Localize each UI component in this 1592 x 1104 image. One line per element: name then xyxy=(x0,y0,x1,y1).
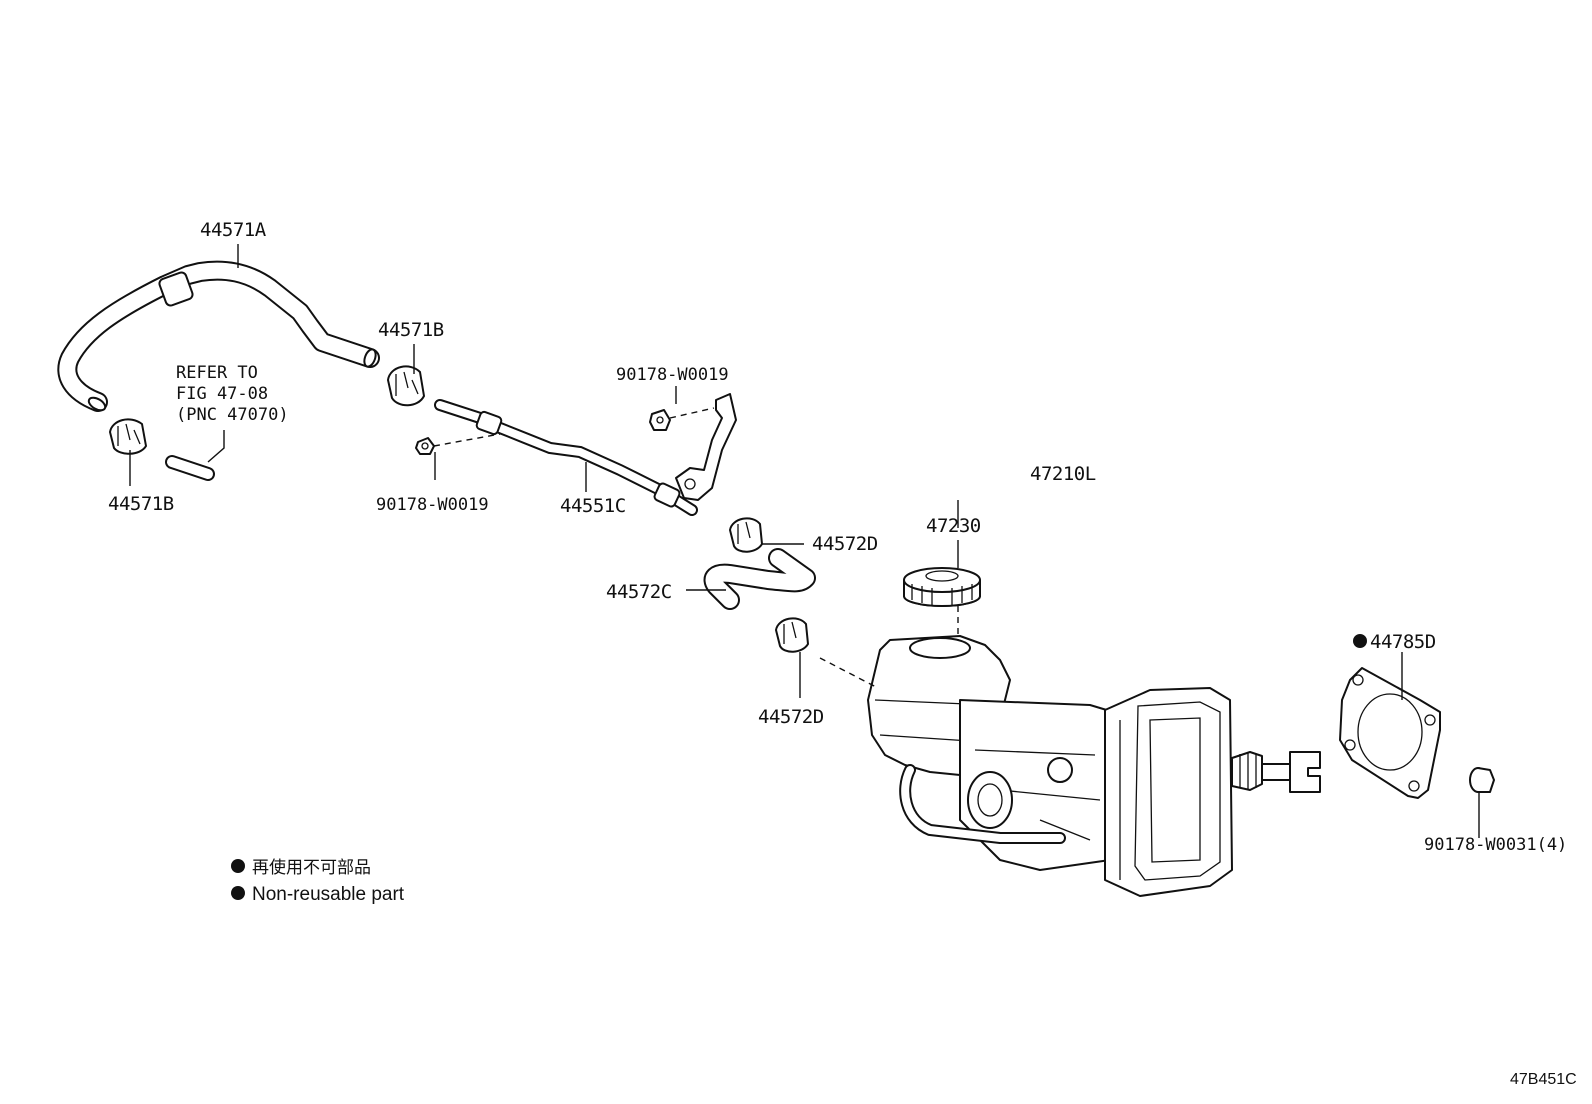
label-44572d-top: 44572D xyxy=(812,533,878,555)
refer-note-line2: FIG 47-08 xyxy=(176,384,268,404)
label-44572d-bottom: 44572D xyxy=(758,706,824,728)
reference-pipe-stub xyxy=(165,455,215,481)
legend-bullet-icon xyxy=(231,859,245,873)
label-44571b-bottom: 44571B xyxy=(108,493,174,515)
legend-bullet-icon xyxy=(231,886,245,900)
legend-english: Non-reusable part xyxy=(252,884,405,905)
label-44551c: 44551C xyxy=(560,495,626,517)
label-90178-w0019-top: 90178-W0019 xyxy=(616,365,729,385)
pipe-44551c[interactable] xyxy=(434,399,698,516)
refer-note-line1: REFER TO xyxy=(176,363,258,383)
legend-japanese: 再使用不可部品 xyxy=(252,857,371,877)
dashed-assembly-lines xyxy=(433,407,959,689)
label-90178-w0019-bottom: 90178-W0019 xyxy=(376,495,489,515)
clamp-44572d-top[interactable] xyxy=(729,517,763,553)
reservoir-cap-47230[interactable] xyxy=(903,567,981,607)
clamp-44571b-right[interactable] xyxy=(387,365,425,407)
label-44572c: 44572C xyxy=(606,581,672,603)
clamp-44571b-left[interactable] xyxy=(109,418,147,455)
nut-90178-w0031[interactable] xyxy=(1469,767,1495,793)
brake-booster-assembly-47210l[interactable] xyxy=(867,635,1321,897)
pipe-bracket[interactable] xyxy=(675,393,737,501)
hose-44571a[interactable] xyxy=(57,260,380,413)
gasket-44785d[interactable] xyxy=(1339,667,1441,799)
label-44785d: 44785D xyxy=(1370,631,1436,653)
label-90178-w0031: 90178-W0031(4) xyxy=(1424,835,1567,855)
bolt-90178-w0019-top[interactable] xyxy=(649,409,671,431)
label-47230: 47230 xyxy=(926,515,981,537)
leader-lines xyxy=(129,244,1480,838)
refer-note-line3: (PNC 47070) xyxy=(176,405,289,425)
hose-44572c[interactable] xyxy=(703,548,816,610)
label-44571a: 44571A xyxy=(200,219,267,241)
non-reusable-marker-icon xyxy=(1353,634,1367,648)
figure-code: 47B451C xyxy=(1510,1071,1577,1088)
label-44571b-top: 44571B xyxy=(378,319,444,341)
label-47210l: 47210L xyxy=(1030,463,1096,485)
bolt-90178-w0019-bottom[interactable] xyxy=(415,437,435,455)
clamp-44572d-bottom[interactable] xyxy=(775,617,809,653)
